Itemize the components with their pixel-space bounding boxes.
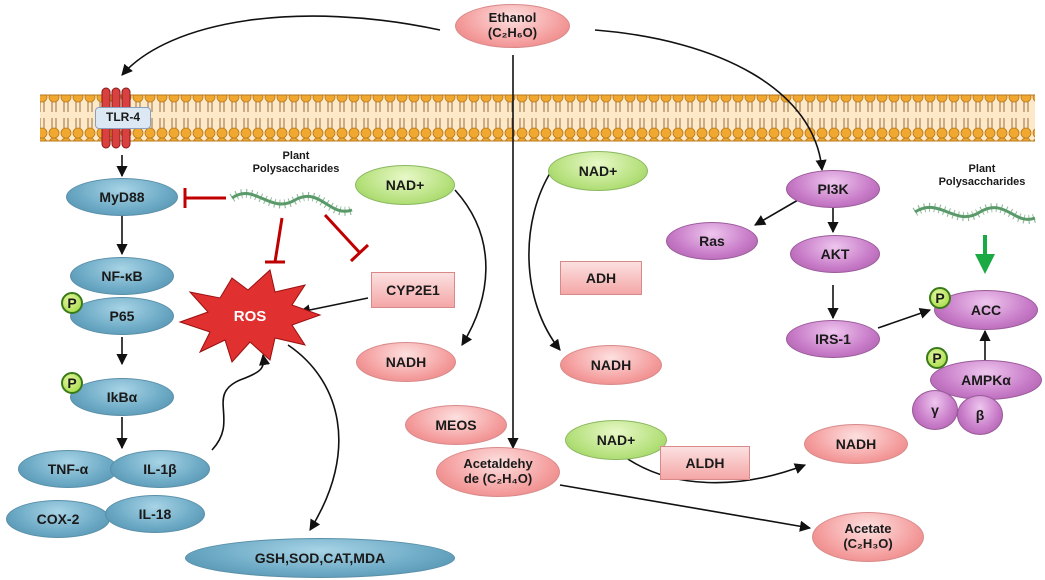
nfkb-node: NF-κB bbox=[70, 257, 174, 295]
arrow-ethanol-to-pi3k bbox=[594, 29, 827, 172]
acetate-node: Acetate (C₂H₃O) bbox=[812, 512, 924, 562]
pi3k-node: PI3K bbox=[786, 170, 880, 208]
ampk-beta-node: β bbox=[957, 395, 1003, 435]
irs1-node: IRS-1 bbox=[786, 320, 880, 358]
phospho-ampk-badge: P bbox=[926, 347, 948, 369]
meos-node: MEOS bbox=[405, 405, 507, 445]
nad-mid-node: NAD+ bbox=[548, 151, 648, 191]
cell-membrane bbox=[40, 94, 1035, 142]
plant-left-line1: Plant bbox=[282, 150, 310, 162]
p65-node: P65 bbox=[70, 297, 174, 335]
cyp2e1-node: CYP2E1 bbox=[371, 272, 455, 308]
ethanol-node: Ethanol (C₂H₆O) bbox=[455, 4, 570, 48]
acetaldehyde-label: Acetaldehy bbox=[463, 456, 533, 472]
nad-low-node: NAD+ bbox=[565, 420, 667, 460]
plant-right-line2: Polysaccharides bbox=[938, 176, 1026, 189]
polysaccharide-left bbox=[229, 189, 354, 216]
polysaccharide-right bbox=[912, 202, 1037, 224]
ethanol-formula: (C₂H₆O) bbox=[487, 25, 538, 40]
arrow-irs1-to-acc bbox=[877, 308, 932, 329]
acetate-formula: (C₂H₃O) bbox=[843, 536, 893, 551]
il18-node: IL-18 bbox=[105, 495, 205, 533]
arrow-cyp2e1-to-ros bbox=[298, 297, 369, 316]
nadh-right-node: NADH bbox=[804, 424, 908, 464]
acetate-label: Acetate bbox=[844, 521, 892, 537]
nadh-mid-node: NADH bbox=[560, 345, 662, 385]
arrow-acetaldehyde-to-acetate bbox=[559, 484, 812, 532]
arrow-ethanol-to-tlr4 bbox=[121, 15, 441, 76]
arrow-pi3k-to-ras bbox=[754, 199, 799, 226]
nad-left-node: NAD+ bbox=[355, 165, 455, 205]
tlr4-label: TLR-4 bbox=[95, 107, 151, 129]
plant-polysaccharides-left-label: Plant Polysaccharides bbox=[236, 150, 356, 176]
arrow-ros-to-gsh bbox=[287, 344, 340, 531]
adh-node: ADH bbox=[560, 261, 642, 295]
acetaldehyde-node: Acetaldehy de (C₂H₄O) bbox=[436, 447, 560, 497]
aldh-node: ALDH bbox=[660, 446, 750, 480]
arrow-nad-to-nadh-mid bbox=[528, 169, 561, 351]
ros-label: ROS bbox=[233, 308, 267, 326]
arrow-nad-to-nadh-right bbox=[621, 454, 807, 484]
tnfa-node: TNF-α bbox=[18, 450, 118, 488]
ras-node: Ras bbox=[666, 222, 758, 260]
cox2-node: COX-2 bbox=[6, 500, 110, 538]
akt-node: AKT bbox=[790, 235, 880, 273]
acetaldehyde-formula: de (C₂H₄O) bbox=[463, 471, 533, 486]
arrow-il1b-to-ros bbox=[211, 353, 271, 451]
ikba-node: IkBα bbox=[70, 378, 174, 416]
arrow-nad-to-nadh-left bbox=[454, 189, 487, 346]
ethanol-label: Ethanol bbox=[488, 10, 537, 26]
inhibit-ros bbox=[265, 217, 285, 264]
il1b-node: IL-1β bbox=[110, 450, 210, 488]
acc-node: ACC bbox=[934, 290, 1038, 330]
plant-right-line1: Plant bbox=[968, 163, 996, 175]
ros-burst bbox=[178, 269, 322, 363]
phospho-p65-badge: P bbox=[61, 292, 83, 314]
antioxidant-node: GSH,SOD,CAT,MDA bbox=[185, 538, 455, 578]
phospho-ikba-badge: P bbox=[61, 372, 83, 394]
nadh-left-node: NADH bbox=[356, 342, 456, 382]
ampk-gamma-node: γ bbox=[912, 390, 958, 430]
plant-polysaccharides-right-label: Plant Polysaccharides bbox=[922, 163, 1042, 189]
inhibit-cyp2e1 bbox=[323, 213, 370, 263]
myd88-node: MyD88 bbox=[66, 178, 178, 216]
phospho-acc-badge: P bbox=[929, 287, 951, 309]
plant-left-line2: Polysaccharides bbox=[252, 163, 340, 176]
inhibit-myd88 bbox=[183, 188, 226, 208]
